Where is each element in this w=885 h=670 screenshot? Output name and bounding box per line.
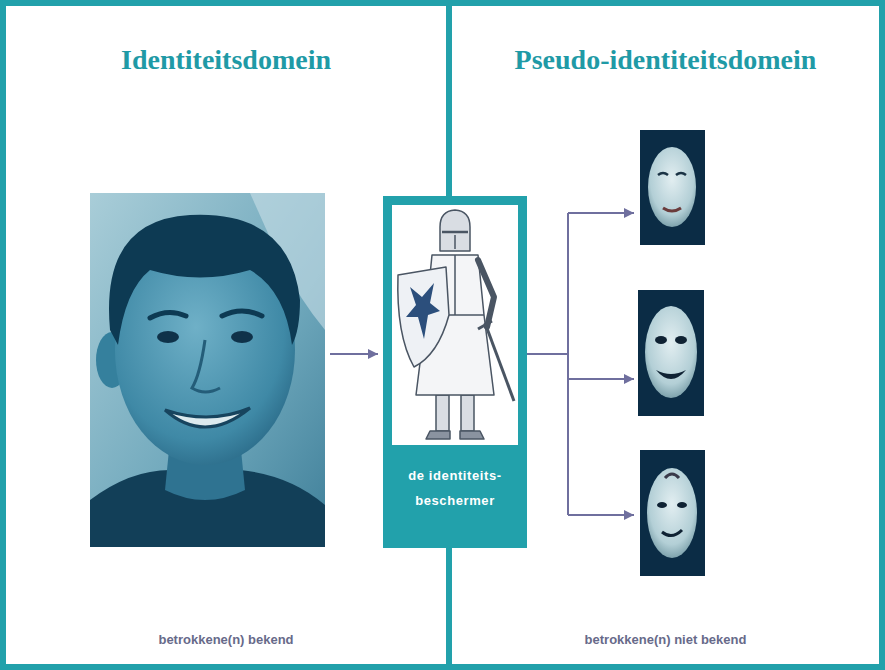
portrait-photo [192,340,220,392]
flow-arrow [568,378,634,380]
knight-illustration [454,235,456,249]
flow-arrow [330,353,378,355]
mask-figures [640,130,705,245]
knight-illustration [485,323,514,401]
flow-arrow [568,514,634,516]
mask-figures [656,370,686,379]
panel-title: Pseudo-identiteitsdomein [515,43,817,77]
mask-figures [658,173,668,175]
protector-box: de identiteits- beschermer [383,196,527,548]
portrait-photo [157,331,179,343]
portrait-photo [90,193,325,547]
mask-figures [677,502,687,508]
flow-arrow [567,213,569,515]
panel-footnote: betrokkene(n) niet bekend [585,632,747,648]
mask-figures [647,468,697,558]
portrait-photo [90,193,325,547]
portrait-photo [222,311,262,316]
portrait-photo [231,331,253,343]
knight-illustration [442,231,468,234]
knight-illustration [460,431,484,439]
mask-figures [663,208,681,211]
knight-illustration [454,255,456,315]
knight-illustration [398,267,449,367]
knight-illustration [426,431,450,439]
mask-figures [676,173,686,175]
portrait-photo [150,312,186,318]
knight-illustration [440,210,470,251]
knight-illustration [461,395,474,431]
flow-arrow [568,212,634,214]
panel-title: Identiteitsdomein [121,43,331,77]
mask-figures [655,336,667,344]
mask-figures [675,336,687,344]
panel-footnote: betrokkene(n) bekend [158,632,293,648]
mask-figures [657,502,667,508]
mask-figures [662,530,682,536]
knight-illustration [406,283,440,339]
flow-arrow [527,353,568,355]
knight-illustration [478,260,494,327]
portrait-photo [109,215,300,345]
protector-label: de identiteits- beschermer [392,445,518,539]
knight-illustration [436,395,449,431]
knight-illustration [392,205,518,445]
mask-figures [645,306,697,398]
mask-figures [665,474,679,478]
knight-illustration [398,210,514,439]
mask-figures [648,147,696,227]
mask-figures [638,130,705,576]
mask-figures [640,450,705,576]
portrait-photo [165,408,250,427]
knight-illustration [478,321,492,329]
mask-figures [638,290,704,416]
